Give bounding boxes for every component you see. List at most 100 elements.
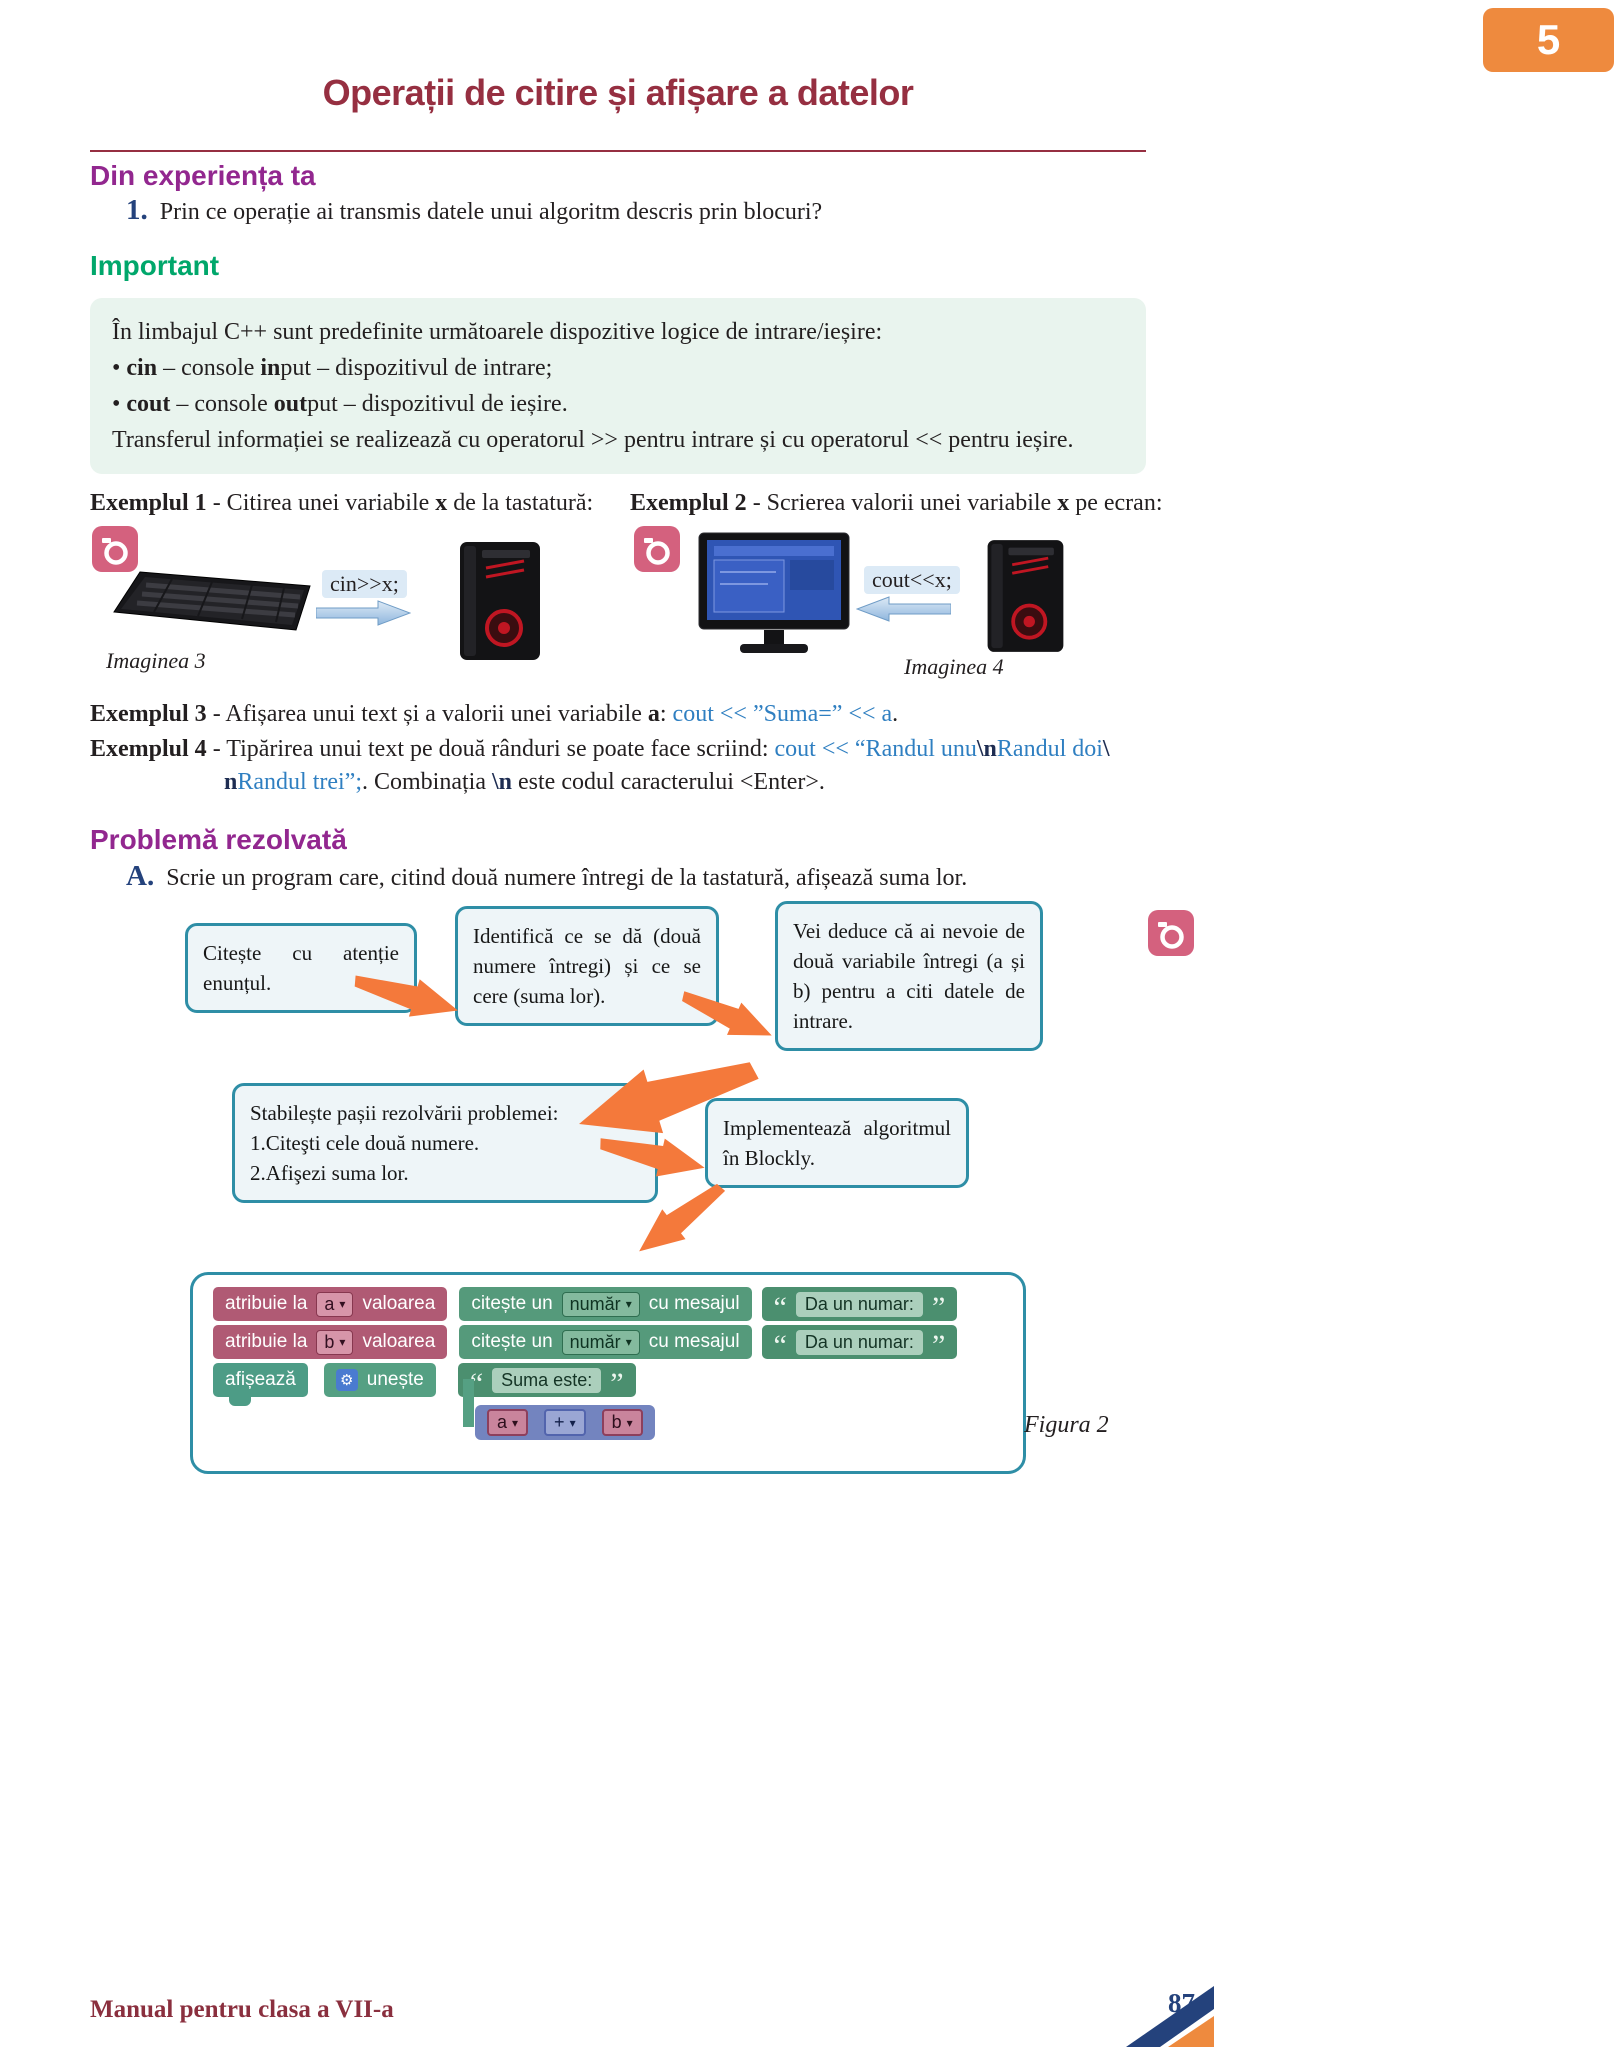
problem-letter: A. bbox=[126, 860, 155, 892]
text-segment: - Scrierea valorii unei variabile bbox=[746, 490, 1058, 516]
block-label: atribuie la bbox=[225, 1293, 308, 1314]
arrow-label-cout: cout<<x; bbox=[864, 566, 960, 594]
escape-sequence: \n bbox=[976, 736, 997, 762]
text-field: Suma este: bbox=[492, 1367, 602, 1393]
block-label: valoarea bbox=[362, 1331, 436, 1352]
image-caption: Imaginea 3 bbox=[106, 648, 206, 673]
operator-chip-plus: +▾ bbox=[544, 1409, 586, 1436]
chevron-down-icon: ▾ bbox=[625, 1335, 632, 1349]
block-label: citește un bbox=[471, 1331, 553, 1352]
chapter-tab: 5 bbox=[1483, 8, 1614, 72]
blockly-row: afișează ⚙ unește “ Suma este: ” bbox=[213, 1363, 636, 1400]
quote-block: “ Da un numar: ” bbox=[761, 1287, 958, 1324]
text-segment: a bbox=[647, 701, 660, 727]
block-label: cu mesajul bbox=[648, 1331, 740, 1352]
chevron-down-icon: ▾ bbox=[339, 1335, 346, 1349]
block-connector bbox=[229, 1397, 251, 1406]
question-number: 1. bbox=[126, 194, 148, 226]
read-block: citește un număr▾ cu mesajul bbox=[459, 1287, 752, 1321]
figure-caption: Figura 2 bbox=[1024, 1412, 1109, 1438]
term-cin: cin bbox=[126, 355, 158, 381]
dropdown-value: număr bbox=[569, 1331, 621, 1352]
flow-box-2: Identifică ce se dă (două numere întregi… bbox=[455, 906, 719, 1026]
escape-sequence: n bbox=[224, 769, 238, 795]
camera-icon bbox=[1148, 910, 1194, 961]
text-field: Da un numar: bbox=[795, 1329, 923, 1355]
chevron-down-icon: ▾ bbox=[512, 1415, 519, 1430]
type-dropdown: număr▾ bbox=[561, 1291, 640, 1317]
text-segment: x bbox=[435, 490, 448, 516]
block-label: cu mesajul bbox=[648, 1293, 740, 1314]
problem-a: A.Scrie un program care, citind două num… bbox=[126, 860, 1146, 893]
important-outro: Transferul informației se realizează cu … bbox=[112, 427, 1074, 453]
text-segment: - Citirea unei variabile bbox=[206, 490, 436, 516]
page-number: 87 bbox=[1168, 1988, 1195, 2018]
section-heading-important: Important bbox=[90, 250, 220, 281]
text-segment: – console bbox=[170, 391, 274, 417]
text-segment: – console bbox=[157, 355, 261, 381]
example1-label: Exemplul 1 bbox=[90, 490, 207, 516]
flow-arrow bbox=[674, 978, 779, 1054]
dropdown-value: număr bbox=[569, 1293, 621, 1314]
section-heading-experience: Din experiența ta bbox=[90, 160, 316, 191]
quote-close-glyph: ” bbox=[610, 1367, 624, 1400]
monitor-image bbox=[698, 532, 850, 665]
blockly-row: atribuie la b ▾ valoarea citește un număr… bbox=[213, 1325, 958, 1361]
text-segment: : bbox=[659, 701, 673, 727]
text-segment: x bbox=[1057, 490, 1070, 516]
block-label: citește un bbox=[471, 1293, 553, 1314]
quote-block: “ Da un numar: ” bbox=[761, 1325, 958, 1361]
computer-tower-image bbox=[452, 540, 547, 667]
operand-chip-a: a▾ bbox=[487, 1409, 529, 1436]
example4-line1: Exemplul 4 - Tipărirea unui text pe două… bbox=[90, 733, 1110, 766]
chevron-down-icon: ▾ bbox=[339, 1297, 346, 1311]
flow-box-4-line3: 2.Afişezi suma lor. bbox=[250, 1161, 409, 1185]
example2-label: Exemplul 2 bbox=[630, 490, 747, 516]
dropdown-value: b bbox=[324, 1331, 335, 1352]
bullet-glyph: • bbox=[112, 355, 121, 381]
example4-label: Exemplul 4 bbox=[90, 736, 207, 762]
important-intro: În limbajul C++ sunt predefinite următoa… bbox=[112, 319, 883, 345]
corner-decoration bbox=[1098, 1962, 1214, 2047]
dropdown-value: b bbox=[611, 1412, 622, 1432]
chapter-number: 5 bbox=[1536, 16, 1561, 63]
block-label: valoarea bbox=[362, 1293, 436, 1314]
example1-heading: Exemplul 1 - Citirea unei variabile x de… bbox=[90, 490, 593, 517]
cout-arrow bbox=[855, 596, 952, 627]
text-segment: put – dispozitivul de intrare; bbox=[280, 355, 553, 381]
text-segment: pe ecran: bbox=[1069, 490, 1163, 516]
text-segment: . bbox=[892, 701, 899, 727]
title-rule bbox=[90, 150, 1146, 152]
flow-box-1: Citește cu atenție enunțul. bbox=[185, 923, 417, 1013]
dropdown-value: a bbox=[324, 1293, 335, 1314]
flow-arrow bbox=[595, 1122, 710, 1188]
block-connector bbox=[463, 1379, 474, 1427]
block-label: unește bbox=[366, 1369, 424, 1390]
code-segment: cout << ”Suma=” << a bbox=[672, 701, 893, 727]
text-segment: . Combinația bbox=[362, 769, 492, 795]
flow-arrow bbox=[568, 1035, 767, 1160]
bullet-item-cin: • cin – console input – dispozitivul de … bbox=[112, 350, 1124, 386]
blockly-row: atribuie la a ▾ valoarea citește un număr… bbox=[213, 1287, 958, 1324]
quote-block: “ Suma este: ” bbox=[457, 1363, 636, 1400]
camera-icon bbox=[634, 526, 680, 577]
text-segment: out bbox=[273, 391, 308, 417]
text-segment: put – dispozitivul de ieșire. bbox=[307, 391, 568, 417]
flow-box-3: Vei deduce că ai nevoie de două variabil… bbox=[775, 901, 1043, 1051]
page-title: Operații de citire și afișare a datelor bbox=[322, 72, 914, 113]
flow-box-4-line2: 1.Citeşti cele două numere. bbox=[250, 1131, 480, 1155]
join-block: ⚙ unește bbox=[323, 1363, 436, 1397]
example3-label: Exemplul 3 bbox=[90, 701, 207, 727]
term-cout: cout bbox=[126, 391, 171, 417]
image-caption: Imaginea 4 bbox=[904, 654, 1004, 679]
flow-arrow bbox=[626, 1170, 735, 1268]
text-segment: - Afișarea unui text și a valorii unei v… bbox=[206, 701, 648, 727]
example2-heading: Exemplul 2 - Scrierea valorii unei varia… bbox=[630, 490, 1163, 517]
bullet-item-cout: • cout – console output – dispozitivul d… bbox=[112, 386, 1124, 422]
escape-sequence: \ bbox=[1102, 736, 1110, 762]
section-heading-problem: Problemă rezolvată bbox=[90, 824, 347, 855]
quote-close-glyph: ” bbox=[931, 1291, 946, 1324]
code-segment: Randul doi bbox=[996, 736, 1103, 762]
block-label: atribuie la bbox=[225, 1331, 308, 1352]
